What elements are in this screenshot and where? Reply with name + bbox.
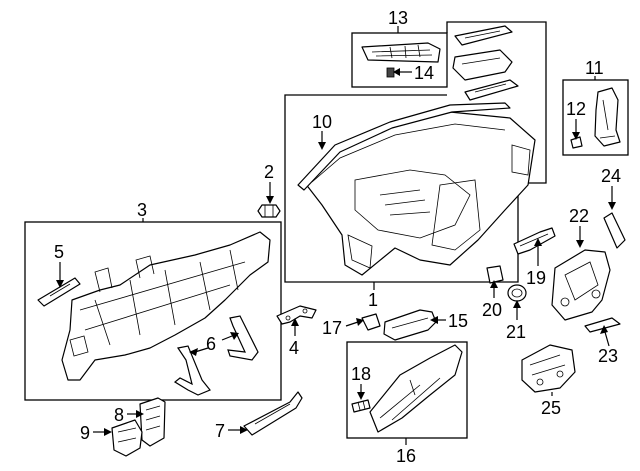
callout-10: 10 [312, 112, 332, 132]
part-2-nut [257, 204, 281, 218]
callout-21: 21 [506, 322, 526, 342]
callout-19: 19 [526, 268, 546, 288]
part-19-bracket [513, 227, 556, 255]
callout-1: 1 [368, 290, 378, 310]
part-1-instrument-panel [304, 111, 536, 276]
part-18-screw [351, 399, 371, 413]
callout-9: 9 [80, 423, 90, 443]
part-13-trim-panel [361, 42, 441, 63]
part-10-defroster-trim [297, 102, 511, 191]
part-17-clip [361, 313, 381, 331]
callout-6: 6 [206, 334, 216, 354]
part-25-control-panel [521, 344, 576, 393]
part-14-clip [386, 67, 395, 78]
callout-25: 25 [541, 398, 561, 418]
callout-8: 8 [114, 405, 124, 425]
part-9-bracket [111, 419, 143, 457]
callout-11: 11 [585, 58, 604, 78]
part-11-side-trim [594, 87, 621, 147]
callout-17: 17 [322, 318, 342, 338]
callout-14: 14 [414, 63, 434, 83]
callout-2: 2 [264, 162, 274, 182]
part-22-bezel [551, 249, 611, 321]
part-glove-box [369, 344, 463, 433]
part-7-support [243, 391, 303, 436]
callout-23: 23 [598, 346, 618, 366]
part-lower-trim-strip [464, 79, 519, 101]
part-8-bracket [139, 397, 166, 447]
callout-7: 7 [215, 421, 225, 441]
leader-lines [56, 26, 616, 445]
part-upper-trim-strip [454, 25, 513, 46]
callout-18: 18 [351, 364, 371, 384]
callout-16: 16 [396, 446, 416, 466]
part-glovebox-lid [452, 49, 513, 81]
callout-3: 3 [137, 200, 147, 220]
callout-20: 20 [482, 300, 502, 320]
callout-15: 15 [448, 311, 468, 331]
callout-12: 12 [566, 99, 586, 119]
part-20-knob [486, 265, 504, 284]
part-15-bracket [383, 309, 437, 341]
box-group-16 [346, 341, 468, 439]
part-5-bracket [37, 277, 81, 307]
part-3-cross-car-beam [61, 231, 271, 381]
box-group-13 [351, 32, 448, 88]
part-4-bracket [276, 305, 317, 325]
callout-13: 13 [388, 8, 408, 28]
part-23-trim [584, 317, 621, 333]
part-24-trim-strip [603, 212, 626, 249]
callout-4: 4 [289, 338, 299, 358]
part-21-ring [507, 284, 527, 302]
callout-5: 5 [54, 242, 64, 262]
callout-labels: 1 2 3 4 5 6 7 8 9 10 11 12 13 14 15 16 1… [54, 8, 621, 466]
callout-24: 24 [601, 166, 621, 186]
callout-22: 22 [569, 206, 589, 226]
